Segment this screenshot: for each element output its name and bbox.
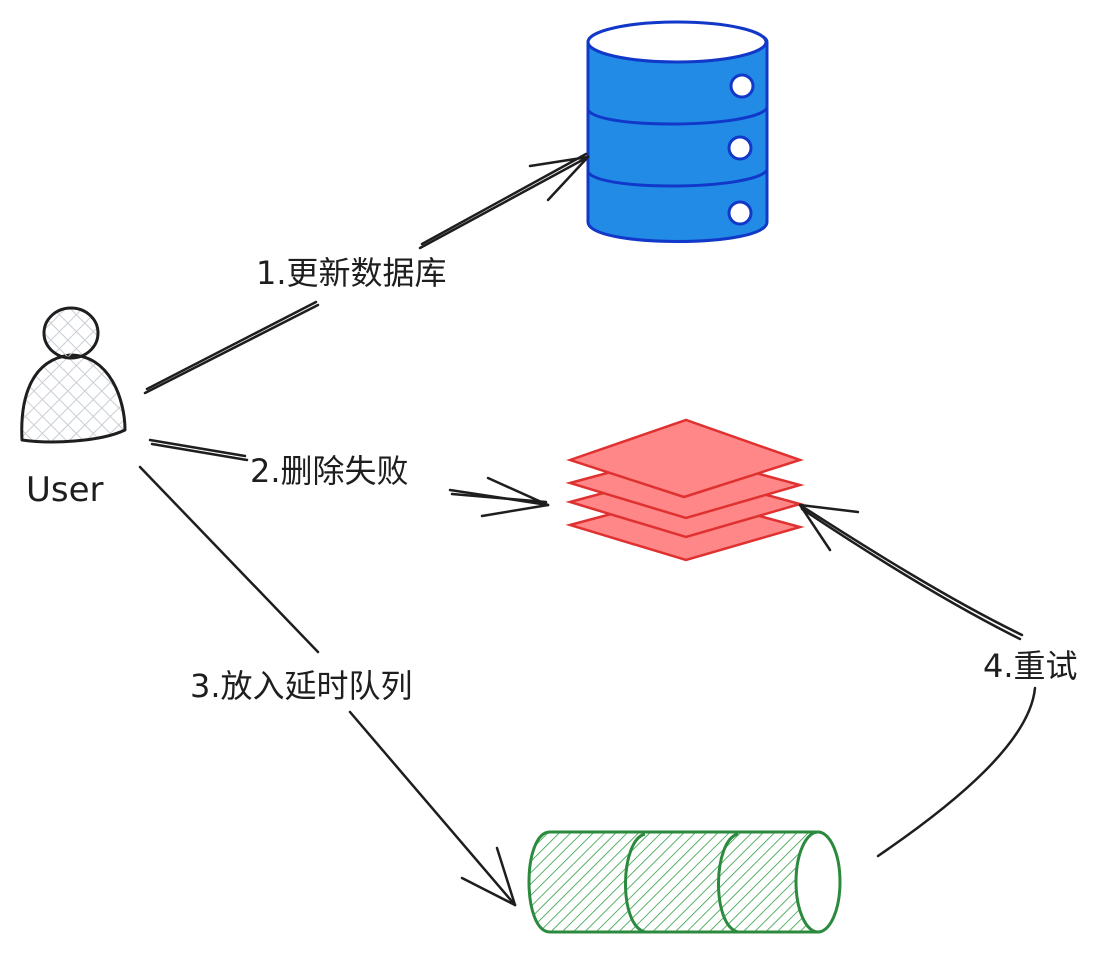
arrow-enqueue xyxy=(138,465,517,907)
arrow-update-db xyxy=(143,152,590,395)
database-icon xyxy=(586,20,769,243)
user-icon xyxy=(20,306,127,444)
edge-label-retry: 4.重试 xyxy=(983,647,1078,685)
user-label: User xyxy=(26,470,104,510)
edge-label-enqueue-delay: 3.放入延时队列 xyxy=(190,667,413,705)
arrow-retry xyxy=(798,503,1037,858)
edge-label-delete-failed: 2.删除失败 xyxy=(250,452,409,490)
delay-queue-icon xyxy=(527,830,842,934)
arrow-delete-cache xyxy=(148,438,550,518)
edge-label-update-db: 1.更新数据库 xyxy=(256,254,447,292)
cache-stack-icon xyxy=(565,418,805,562)
